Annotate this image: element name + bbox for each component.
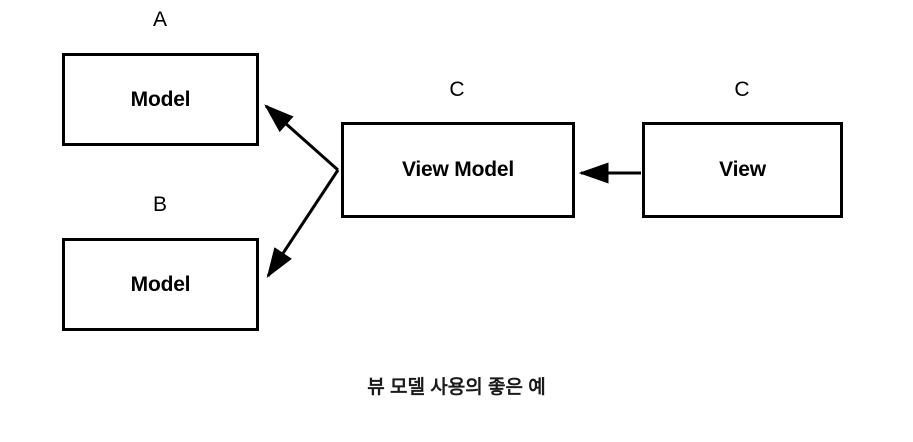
node-view[interactable]: View — [642, 122, 843, 218]
node-label-view-model: View Model — [402, 158, 514, 181]
node-view-model[interactable]: View Model — [341, 122, 575, 218]
node-model-a[interactable]: Model — [62, 53, 259, 146]
group-tag-c-viewmodel: C — [449, 78, 465, 101]
node-model-b[interactable]: Model — [62, 238, 259, 331]
node-label-model-a: Model — [130, 87, 191, 111]
group-tag-c-view: C — [734, 78, 750, 101]
node-label-model-b: Model — [130, 272, 191, 296]
edge-viewmodel-to-model-a — [264, 104, 339, 172]
diagram-caption: 뷰 모델 사용의 좋은 예 — [367, 377, 546, 398]
edge-viewmodel-to-model-b — [266, 169, 340, 279]
group-tag-a: A — [152, 8, 167, 31]
node-label-view: View — [719, 158, 766, 181]
group-tag-b: B — [152, 193, 167, 216]
